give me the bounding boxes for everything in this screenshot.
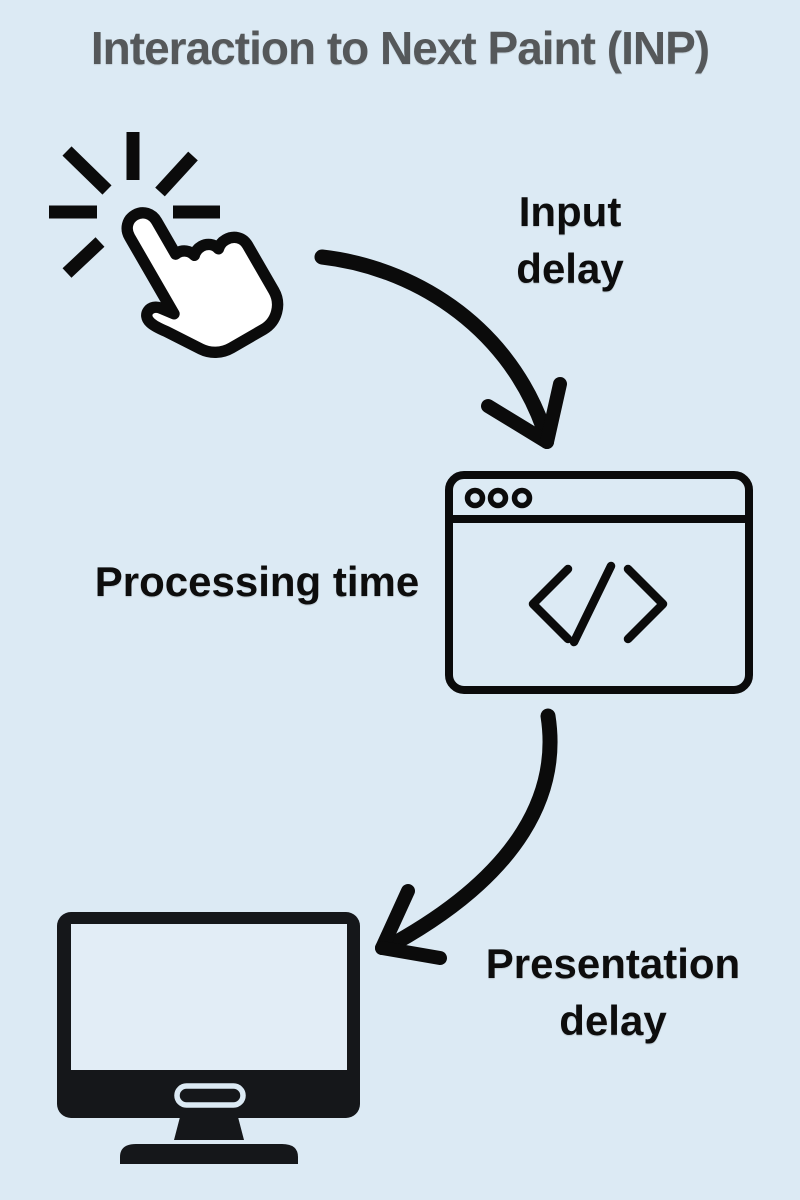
click-burst-rays (49, 132, 220, 278)
pointer-hand-icon (121, 207, 284, 359)
presentation-delay-label: Presentation delay (453, 935, 773, 1049)
code-symbol (528, 561, 668, 647)
input-delay-label-line1: Input (518, 188, 622, 235)
presentation-delay-label-line2: delay (559, 997, 667, 1044)
input-delay-arrow-icon (314, 249, 567, 449)
monitor-icon (57, 912, 360, 1164)
window-control-dots (464, 487, 533, 509)
monitor-stand (120, 1117, 298, 1164)
page-title: Interaction to Next Paint (INP) (90, 22, 710, 74)
input-delay-label: Input delay (450, 183, 690, 297)
click-cursor-icon (49, 132, 284, 359)
browser-code-window-icon (445, 471, 753, 694)
monitor-button (174, 1083, 246, 1108)
monitor-body (57, 912, 360, 1118)
processing-time-label: Processing time (94, 558, 420, 605)
browser-window-frame (445, 471, 753, 694)
presentation-delay-label-line1: Presentation (485, 940, 741, 987)
presentation-delay-arrow-icon (375, 708, 558, 965)
input-delay-label-line2: delay (516, 245, 624, 292)
